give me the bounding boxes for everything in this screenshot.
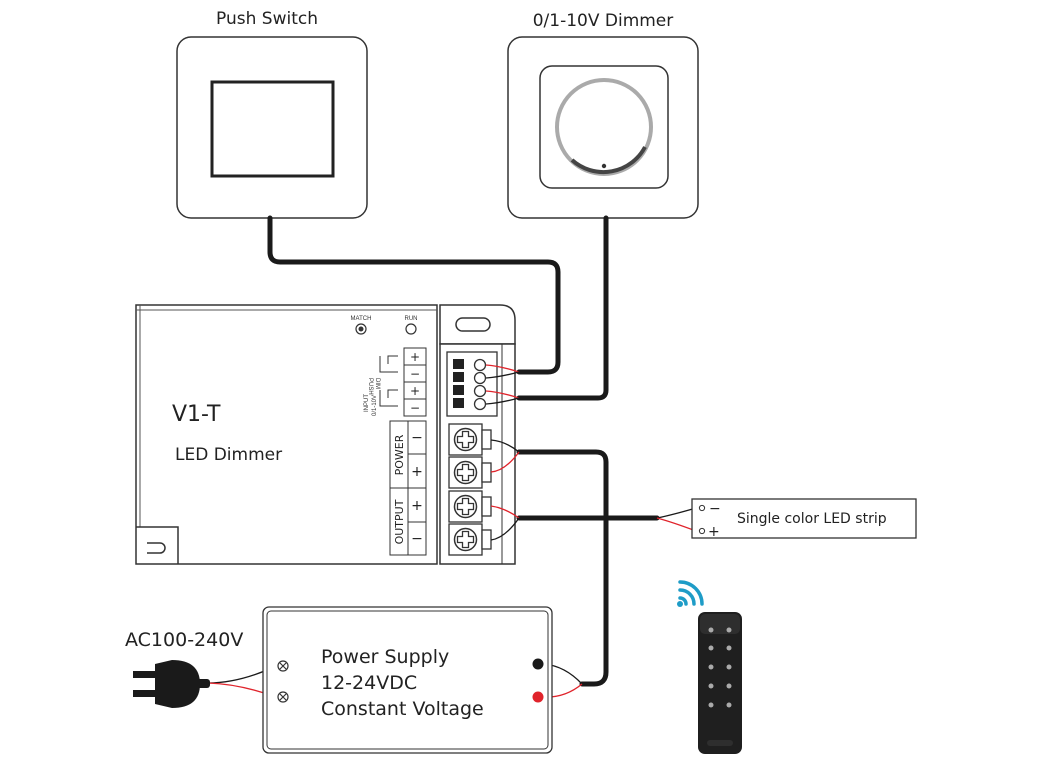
power-supply: Power Supply 12-24VDC Constant Voltage <box>262 606 553 754</box>
strip-pad-plus <box>698 527 706 535</box>
main-wires <box>267 215 660 687</box>
remote-button-5[interactable] <box>708 683 714 689</box>
remote-button-4[interactable] <box>726 664 732 670</box>
signal-terminals <box>446 351 498 417</box>
power-label: POWER <box>393 434 406 475</box>
screw-cross-4 <box>456 530 475 549</box>
push-plus: + <box>410 350 420 364</box>
screw-cross-3 <box>456 497 475 516</box>
wifi-signal-dot <box>677 601 683 607</box>
push-label: PUSH <box>367 378 373 395</box>
wifi-signal-icon <box>678 580 704 606</box>
psu-line2: 12-24VDC <box>321 672 417 694</box>
strip-plus-label: + <box>708 524 720 540</box>
push-minus: − <box>410 367 420 381</box>
input-bracket <box>379 389 398 407</box>
push-switch: Push Switch <box>176 9 368 219</box>
remote-bottom-strip <box>707 740 733 746</box>
run-label: RUN <box>405 316 418 322</box>
remote-mode-button[interactable] <box>726 627 732 633</box>
remote-button-8[interactable] <box>726 702 732 708</box>
strip-pad-minus <box>698 504 706 512</box>
dimmer-knob-shade <box>570 146 647 175</box>
led-strip: − + Single color LED strip <box>691 498 917 540</box>
strip-minus-label: − <box>709 501 721 517</box>
psu-output-positive <box>532 691 544 703</box>
mounting-ear <box>136 526 179 564</box>
ac-label: AC100-240V <box>125 629 243 651</box>
output-minus: − <box>411 531 423 547</box>
output-plus: + <box>411 498 423 514</box>
remote-power-button[interactable] <box>708 627 714 633</box>
psu-input-screws <box>277 660 289 703</box>
plug-prong-bottom <box>133 690 158 697</box>
output-label: OUTPUT <box>393 499 406 544</box>
remote-button-7[interactable] <box>708 702 714 708</box>
dimmer-unit: 0/1-10V Dimmer <box>507 11 699 219</box>
psu-inner <box>266 610 549 750</box>
dimmer-cable <box>516 215 609 401</box>
dimmer-title: 0/1-10V Dimmer <box>533 11 674 31</box>
plug-body <box>155 660 200 708</box>
screw-cross-2 <box>456 463 475 482</box>
output-minus-cell <box>407 521 427 556</box>
run-indicator <box>405 323 417 335</box>
remote-top-panel <box>700 614 740 634</box>
controller-housing <box>135 304 438 565</box>
psu-line3: Constant Voltage <box>321 698 484 720</box>
input-minus: − <box>410 401 420 415</box>
remote-control <box>677 580 742 754</box>
match-label: MATCH <box>351 316 372 322</box>
push-switch-cable <box>267 215 561 375</box>
input-plus: + <box>410 384 420 398</box>
controller-model: V1-T <box>172 402 221 427</box>
plug-prong-top <box>133 671 158 678</box>
power-cable <box>516 449 609 687</box>
match-button-center <box>358 326 364 332</box>
remote-button-3[interactable] <box>708 664 714 670</box>
led-strip-label: Single color LED strip <box>737 511 887 527</box>
voltage-label: 0/1-10V <box>372 395 378 416</box>
controller-subtitle: LED Dimmer <box>175 445 282 465</box>
psu-line1: Power Supply <box>321 646 449 668</box>
power-minus: − <box>411 430 423 446</box>
remote-button-2[interactable] <box>726 645 732 651</box>
power-plus: + <box>411 464 423 480</box>
remote-button-6[interactable] <box>726 683 732 689</box>
push-switch-title: Push Switch <box>216 9 318 29</box>
terminal-cap-slot <box>455 317 491 332</box>
remote-button-1[interactable] <box>708 645 714 651</box>
push-bracket <box>379 355 398 373</box>
v1-t-controller: V1-T LED Dimmer MATCH RUN PUSH DIM INPUT… <box>135 304 516 565</box>
ac-plug: AC100-240V <box>125 629 243 708</box>
push-switch-button <box>210 80 335 178</box>
screw-cross-1 <box>456 430 475 449</box>
mounting-slot <box>147 542 166 554</box>
input-label: INPUT <box>364 394 370 412</box>
dim-label: DIM <box>374 378 380 389</box>
psu-output-negative <box>532 658 544 670</box>
dimmer-indicator-dot <box>601 163 607 169</box>
plug-strain-relief <box>196 679 210 688</box>
led-strip-body <box>691 498 917 539</box>
signal-polarity-cells <box>403 347 427 417</box>
screw-heads <box>453 427 478 552</box>
